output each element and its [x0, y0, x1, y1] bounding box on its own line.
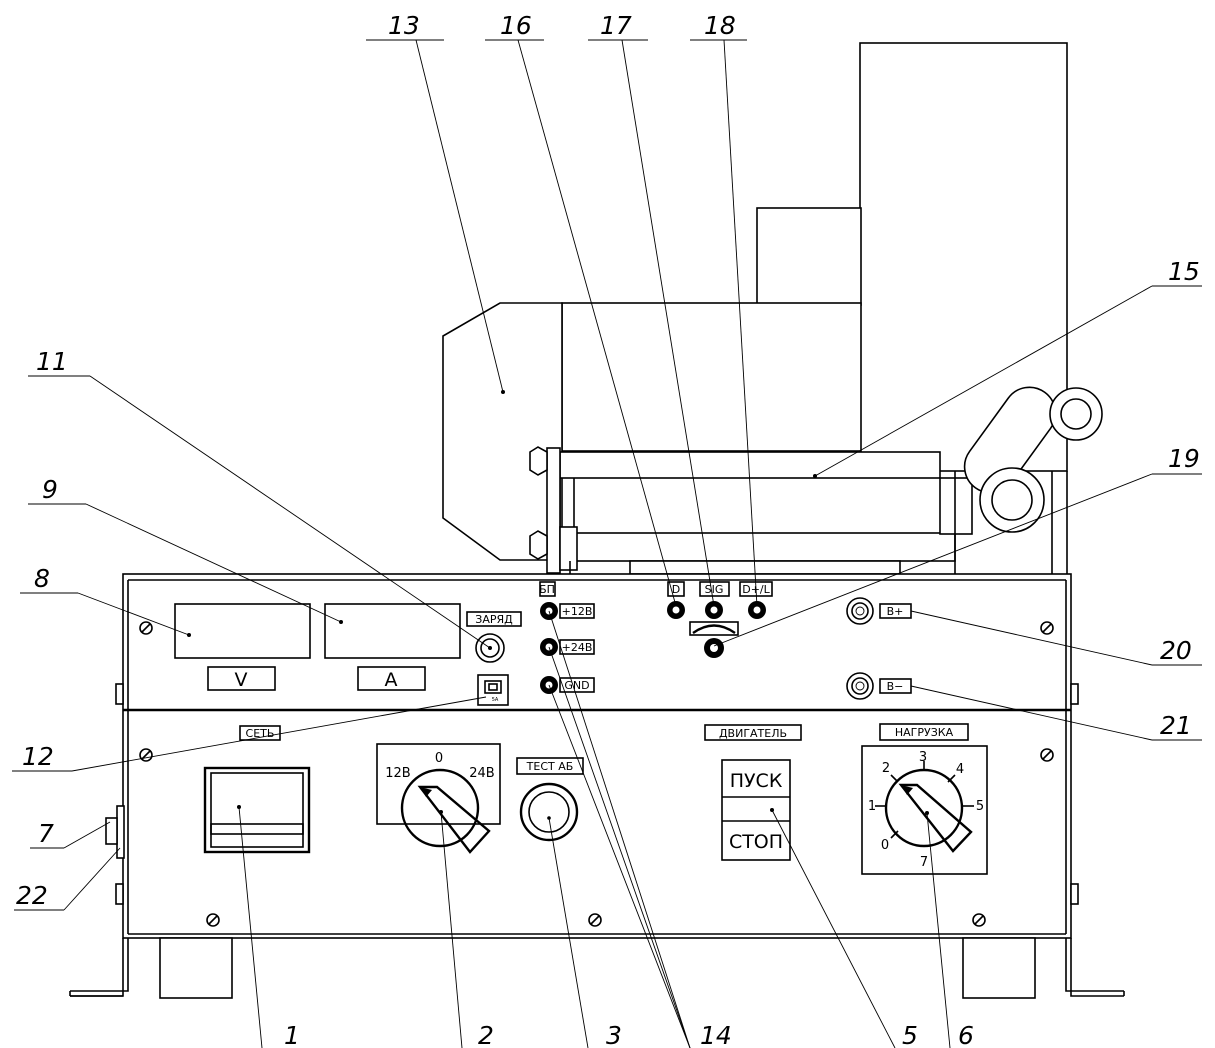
test-battery-button: ТЕСТ АБ	[516, 757, 584, 842]
charge-label: ЗАРЯД	[475, 613, 513, 626]
tension-arm	[963, 386, 1057, 494]
plus12-label: +12В	[562, 605, 593, 618]
meter-a-label: A	[385, 669, 398, 691]
network-label: СЕТЬ	[246, 727, 275, 740]
motor-label: ДВИГАТЕЛЬ	[719, 727, 787, 740]
machine-assembly	[442, 42, 1103, 576]
callout-9: 9	[42, 475, 58, 504]
callout-17: 17	[600, 11, 632, 40]
motor-body	[561, 302, 862, 452]
load-4-label: 4	[956, 762, 964, 777]
callout-14: 14	[700, 1021, 732, 1048]
load-5-label: 5	[976, 799, 984, 814]
callout-16: 16	[500, 11, 532, 40]
upper-block	[756, 207, 862, 306]
power-supply-terminals: БП +12В +24В GND	[539, 581, 595, 694]
charge-indicator: ЗАРЯД	[466, 611, 522, 663]
callout-5: 5	[902, 1021, 918, 1048]
callout-22: 22	[16, 881, 48, 910]
rail-upper	[559, 451, 941, 479]
switch-12-label: 12В	[385, 766, 410, 781]
callout-numbers: 13 16 17 18 15 19 11 9 8 20 21 12 7 22 1…	[16, 11, 1200, 1048]
switch-24-label: 24В	[469, 766, 494, 781]
meter-v-label: V	[235, 669, 248, 691]
panel-screws	[139, 621, 1054, 927]
bplus-label: B+	[887, 605, 904, 618]
bminus-label: B−	[887, 680, 904, 693]
generator-terminals: D SIG D+/L	[667, 581, 773, 658]
voltage-selector: 12В 0 24В	[376, 743, 501, 854]
load-7-label: 7	[920, 855, 928, 870]
start-label: ПУСК	[730, 770, 783, 792]
bp-label: БП	[539, 583, 555, 596]
callout-15: 15	[1168, 257, 1200, 286]
callout-3: 3	[606, 1021, 622, 1048]
load-1-label: 1	[868, 799, 876, 814]
load-0-label: 0	[881, 838, 889, 853]
callout-12: 12	[22, 742, 54, 771]
motor-control: ДВИГАТЕЛЬ ПУСК СТОП	[704, 724, 802, 861]
load-2-label: 2	[882, 761, 890, 776]
stop-label: СТОП	[729, 831, 783, 853]
fuse-label: 5А	[492, 697, 499, 703]
network-switch: СЕТЬ	[203, 725, 311, 854]
load-selector: НАГРУЗКА 0 1 2 3 4 5 7	[861, 723, 988, 875]
pulley-cover	[442, 302, 563, 561]
callout-6: 6	[958, 1021, 974, 1048]
callout-21: 21	[1160, 711, 1192, 740]
callout-20: 20	[1160, 636, 1192, 665]
callout-2: 2	[478, 1021, 494, 1048]
gnd-label: GND	[564, 679, 589, 692]
d-label: D	[672, 583, 680, 596]
leader-lines	[12, 39, 1202, 1048]
sig-label: SIG	[705, 583, 724, 596]
rail-lower	[559, 532, 956, 562]
test-label: ТЕСТ АБ	[526, 760, 574, 773]
callout-19: 19	[1168, 444, 1200, 473]
ammeter: A	[324, 603, 461, 691]
fuse-holder: 5А	[477, 674, 509, 706]
load-label: НАГРУЗКА	[895, 726, 954, 739]
callout-18: 18	[704, 11, 736, 40]
plus24-label: +24В	[562, 641, 593, 654]
load-3-label: 3	[919, 750, 927, 765]
callout-13: 13	[388, 11, 420, 40]
voltmeter: V	[174, 603, 311, 691]
callout-7: 7	[38, 819, 54, 848]
callout-1: 1	[284, 1021, 300, 1048]
callout-8: 8	[34, 564, 50, 593]
callout-11: 11	[36, 347, 68, 376]
switch-0-label: 0	[435, 751, 443, 766]
